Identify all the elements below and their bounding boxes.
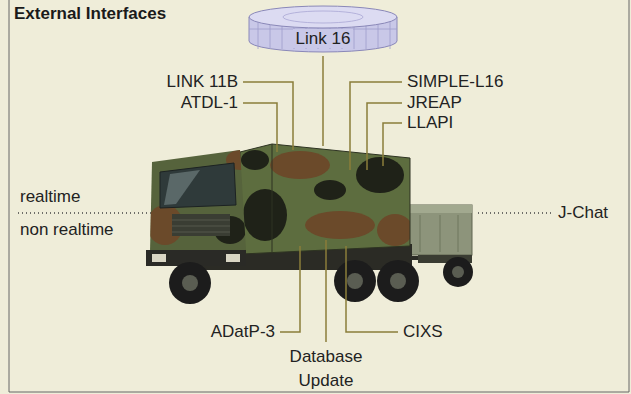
windshield-reflection [164, 170, 200, 205]
shelter-edge [272, 144, 273, 252]
interface-label: Database Update [274, 345, 378, 393]
interface-label: LLAPI [407, 113, 453, 133]
interface-label: ATDL-1 [181, 93, 238, 113]
headlight [226, 254, 240, 262]
interface-label: CIXS [403, 322, 443, 342]
divider-line [478, 212, 553, 214]
truck-wheels [169, 260, 419, 304]
leader-lines [243, 56, 402, 342]
interface-label: JREAP [407, 93, 462, 113]
mode-label: non realtime [20, 220, 114, 240]
shelter-outline [240, 144, 410, 254]
interface-label: J-Chat [558, 203, 608, 223]
windshield [160, 163, 236, 208]
link-cylinder: Link 16 [248, 4, 398, 54]
interface-label: ADatP-3 [211, 322, 275, 342]
interface-label: SIMPLE-L16 [407, 72, 503, 92]
divider-line [18, 212, 158, 214]
camouflage-shelter [235, 140, 415, 260]
headlight [152, 254, 166, 262]
interface-label: LINK 11B [166, 72, 238, 92]
grille [172, 214, 230, 236]
truck-cab [145, 145, 254, 255]
node-label: Link 16 [293, 29, 354, 48]
frame-line [9, 0, 629, 392]
mode-label: realtime [20, 187, 80, 207]
diagram-title: External Interfaces [14, 4, 166, 24]
